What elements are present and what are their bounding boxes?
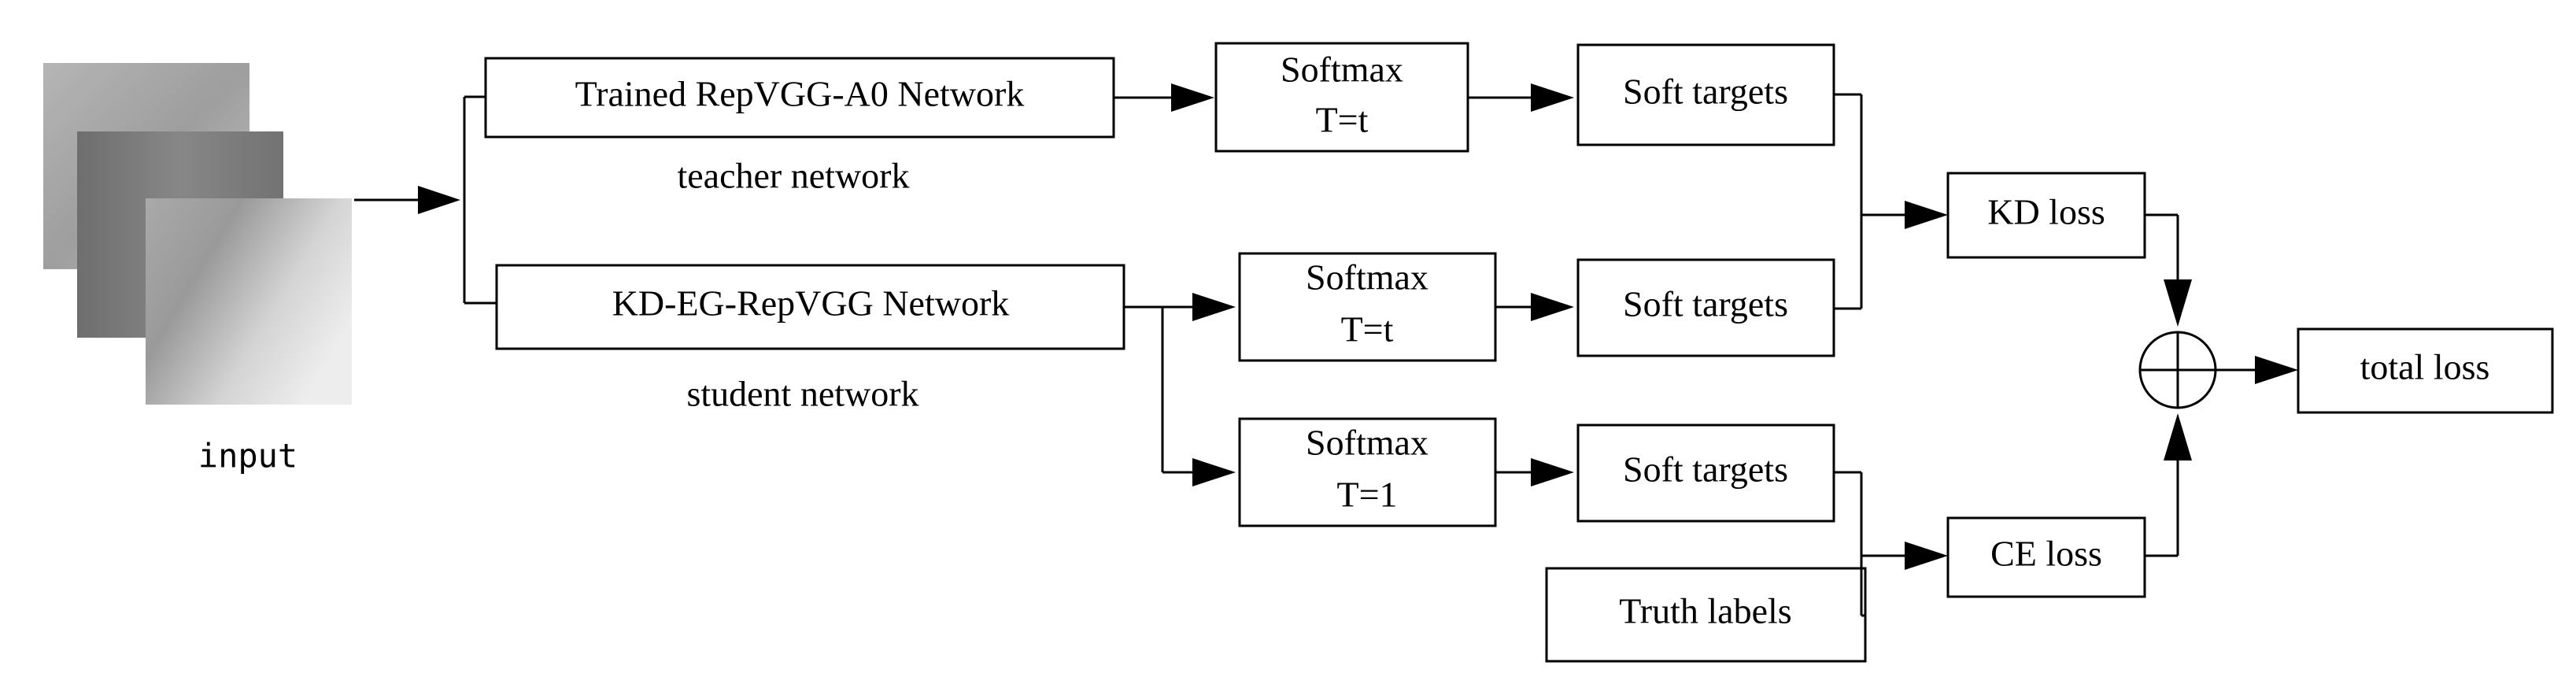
- softmax-teacher-box: [1214, 42, 1469, 153]
- input-caption: input: [198, 437, 298, 475]
- input-image-stack: [43, 63, 352, 405]
- truth-labels-box: [1545, 567, 1867, 663]
- student-network-caption: student network: [686, 374, 918, 414]
- softmax-student-1-label: Softmax: [1306, 423, 1428, 463]
- softmax-student-t-temp: T=t: [1341, 309, 1394, 350]
- softmax-student-1-box: [1238, 417, 1497, 527]
- softmax-student-t-label: Softmax: [1306, 257, 1428, 298]
- softmax-student-1-temp: T=1: [1336, 475, 1397, 515]
- teacher-network-label: Trained RepVGG-A0 Network: [575, 74, 1025, 114]
- teacher-network-caption: teacher network: [677, 156, 909, 196]
- ce-loss-box: [1946, 516, 2146, 598]
- kd-loss-label: KD loss: [1987, 192, 2105, 232]
- softmax-teacher-temp: T=t: [1316, 100, 1369, 140]
- soft-targets-student-t-label: Soft targets: [1623, 284, 1788, 324]
- soft-targets-student-1-label: Soft targets: [1623, 449, 1788, 490]
- soft-targets-student-t-box: [1576, 258, 1835, 357]
- soft-targets-teacher-label: Soft targets: [1623, 72, 1788, 112]
- soft-targets-teacher-box: [1576, 43, 1835, 146]
- truth-labels-label: Truth labels: [1619, 591, 1791, 631]
- softmax-teacher-label: Softmax: [1281, 50, 1403, 90]
- student-network-box: [495, 264, 1125, 350]
- total-loss-box: [2297, 327, 2554, 414]
- ce-loss-label: CE loss: [1990, 534, 2102, 574]
- sum-node: [2138, 331, 2217, 409]
- input-image-3: [146, 198, 352, 405]
- total-loss-label: total loss: [2360, 347, 2490, 387]
- soft-targets-student-1-box: [1576, 423, 1835, 523]
- kd-loss-box: [1946, 172, 2146, 259]
- softmax-student-t-box: [1238, 252, 1497, 362]
- student-network-label: KD-EG-RepVGG Network: [612, 283, 1010, 324]
